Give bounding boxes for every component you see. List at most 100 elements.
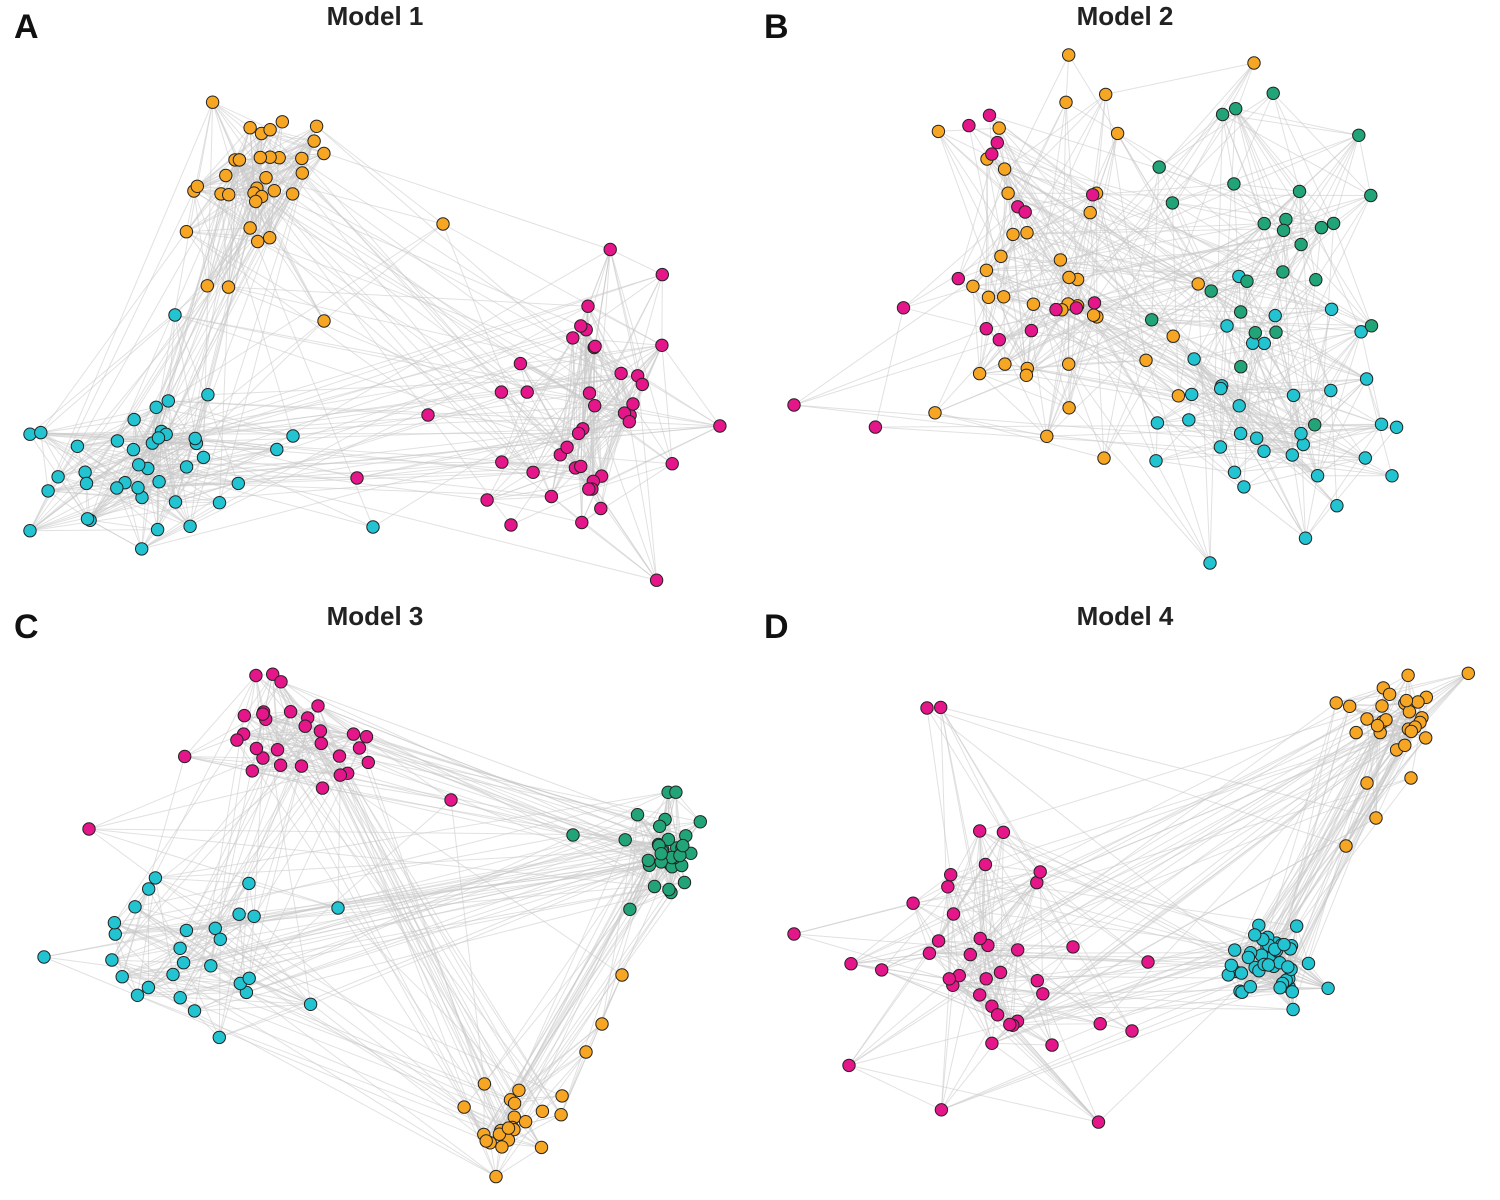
graph-edge bbox=[40, 432, 87, 484]
graph-edge bbox=[197, 177, 267, 187]
graph-edge bbox=[991, 952, 1251, 1044]
graph-edge bbox=[1157, 388, 1221, 424]
graph-edge bbox=[152, 428, 583, 444]
graph-edge bbox=[114, 933, 138, 996]
graph-node-cyan bbox=[110, 434, 125, 448]
graph-edge bbox=[167, 400, 176, 503]
graph-edge bbox=[249, 190, 275, 229]
graph-node-pink bbox=[494, 385, 509, 399]
graph-node-green bbox=[1364, 319, 1379, 333]
graph-edge bbox=[485, 1023, 603, 1142]
graph-edge bbox=[193, 127, 251, 192]
graph-edge bbox=[850, 963, 1133, 1032]
graph-edge bbox=[158, 481, 220, 504]
graph-edge bbox=[40, 314, 176, 433]
graph-edge bbox=[952, 984, 1099, 1123]
graph-node-pink bbox=[875, 963, 889, 977]
graph-edge bbox=[215, 838, 669, 929]
graph-node-pink bbox=[421, 408, 435, 422]
graph-node-pink bbox=[985, 1036, 999, 1051]
graph-node-pink bbox=[920, 701, 934, 715]
graph-edge bbox=[941, 986, 1251, 1111]
graph-edge bbox=[111, 888, 150, 961]
graph-edge bbox=[500, 857, 673, 1131]
graph-node-cyan bbox=[151, 431, 166, 445]
graph-edge bbox=[114, 922, 181, 949]
graph-edge bbox=[179, 915, 255, 999]
graph-edge bbox=[940, 832, 1004, 1110]
graph-edge bbox=[941, 1024, 1011, 1111]
graph-node-pink bbox=[978, 857, 993, 872]
graph-edge bbox=[991, 153, 1211, 564]
graph-edge bbox=[179, 939, 221, 998]
graph-edge bbox=[257, 241, 622, 374]
graph-node-cyan bbox=[1250, 431, 1264, 445]
graph-node-pink bbox=[582, 482, 596, 496]
graph-edge bbox=[912, 902, 950, 980]
graph-edge bbox=[442, 223, 663, 346]
graph-edge bbox=[1096, 316, 1179, 397]
graph-node-pink bbox=[294, 759, 309, 773]
graph-edge bbox=[359, 747, 626, 841]
graph-node-pink bbox=[352, 741, 367, 755]
graph-edge bbox=[339, 755, 662, 863]
graph-edge bbox=[501, 391, 528, 463]
graph-edge bbox=[1003, 831, 1277, 951]
graph-node-pink bbox=[842, 1058, 856, 1073]
graph-node-pink bbox=[942, 972, 956, 986]
graph-node-pink bbox=[350, 471, 364, 485]
graph-edge bbox=[609, 249, 643, 385]
graph-node-pink bbox=[951, 271, 965, 286]
graph-node-cyan bbox=[126, 442, 141, 457]
graph-edge bbox=[248, 765, 302, 979]
graph-edge bbox=[47, 102, 214, 492]
graph-node-cyan bbox=[1149, 454, 1163, 468]
graph-edge bbox=[1240, 195, 1372, 313]
graph-edge bbox=[206, 159, 240, 286]
graph-node-pink bbox=[575, 515, 589, 530]
graph-edge bbox=[940, 707, 950, 979]
graph-node-cyan bbox=[1248, 928, 1262, 942]
graph-node-orange bbox=[998, 357, 1012, 371]
graph-edge bbox=[1292, 454, 1393, 477]
graph-edge bbox=[243, 733, 638, 816]
graph-node-orange bbox=[595, 1017, 609, 1031]
graph-node-orange bbox=[507, 1096, 522, 1111]
graph-node-pink bbox=[614, 366, 628, 381]
graph-edge bbox=[1263, 134, 1360, 224]
graph-edge bbox=[1291, 279, 1317, 456]
graph-edge bbox=[1188, 419, 1318, 477]
graph-edge bbox=[137, 733, 354, 996]
graph-node-pink bbox=[230, 733, 244, 747]
graph-edge bbox=[1009, 949, 1019, 1025]
graph-edge bbox=[985, 864, 1074, 948]
graph-edge bbox=[317, 705, 452, 801]
graph-edge bbox=[1210, 290, 1256, 334]
graph-node-cyan bbox=[110, 481, 124, 495]
graph-node-cyan bbox=[1268, 308, 1282, 323]
graph-edge bbox=[929, 952, 1269, 966]
graph-edge bbox=[116, 227, 251, 442]
graph-edge bbox=[1068, 363, 1105, 459]
graph-edge bbox=[1012, 961, 1149, 1026]
graph-edge bbox=[1003, 234, 1014, 297]
graph-node-pink bbox=[990, 1008, 1005, 1022]
graph-edge bbox=[979, 270, 987, 374]
graph-edge bbox=[1105, 62, 1255, 95]
graph-edge bbox=[527, 391, 634, 405]
graph-node-orange bbox=[243, 221, 257, 235]
graph-edge bbox=[793, 269, 987, 406]
graph-node-orange bbox=[501, 1121, 516, 1135]
graph-node-pink bbox=[906, 896, 920, 910]
graph-edge bbox=[114, 934, 123, 977]
graph-node-pink bbox=[588, 399, 602, 413]
graph-edge bbox=[263, 711, 312, 1005]
graph-edge bbox=[1031, 222, 1334, 332]
graph-edge bbox=[85, 471, 358, 479]
graph-edge bbox=[1261, 702, 1337, 956]
graph-edge bbox=[580, 249, 611, 327]
graph-edge bbox=[168, 400, 429, 416]
graph-edge bbox=[1093, 314, 1241, 368]
graph-edge bbox=[1009, 1024, 1099, 1123]
graph-node-green bbox=[654, 847, 668, 861]
